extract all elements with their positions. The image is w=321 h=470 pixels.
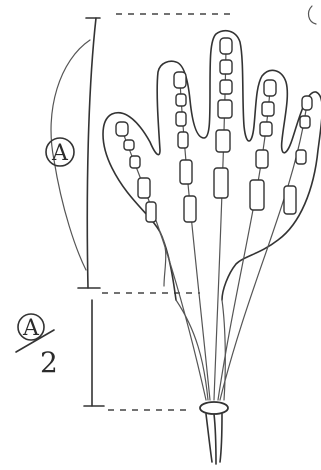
ring-beads (250, 80, 276, 210)
forearm-left-contour (176, 300, 208, 400)
label-a-half-numerator: A (22, 316, 40, 341)
thumb-beads (116, 122, 156, 222)
middle-beads (214, 38, 232, 198)
label-a-full: A (46, 138, 74, 166)
dimension-half-length (84, 300, 192, 410)
wrist-clasp (200, 402, 228, 464)
label-a-full-text: A (51, 141, 69, 166)
label-a-half: A 2 (16, 314, 58, 379)
index-beads (174, 72, 196, 222)
page-edge-mark (309, 6, 316, 24)
label-a-half-denominator: 2 (40, 346, 58, 379)
tendon-strings (122, 48, 306, 400)
dimension-full-length (51, 14, 232, 293)
